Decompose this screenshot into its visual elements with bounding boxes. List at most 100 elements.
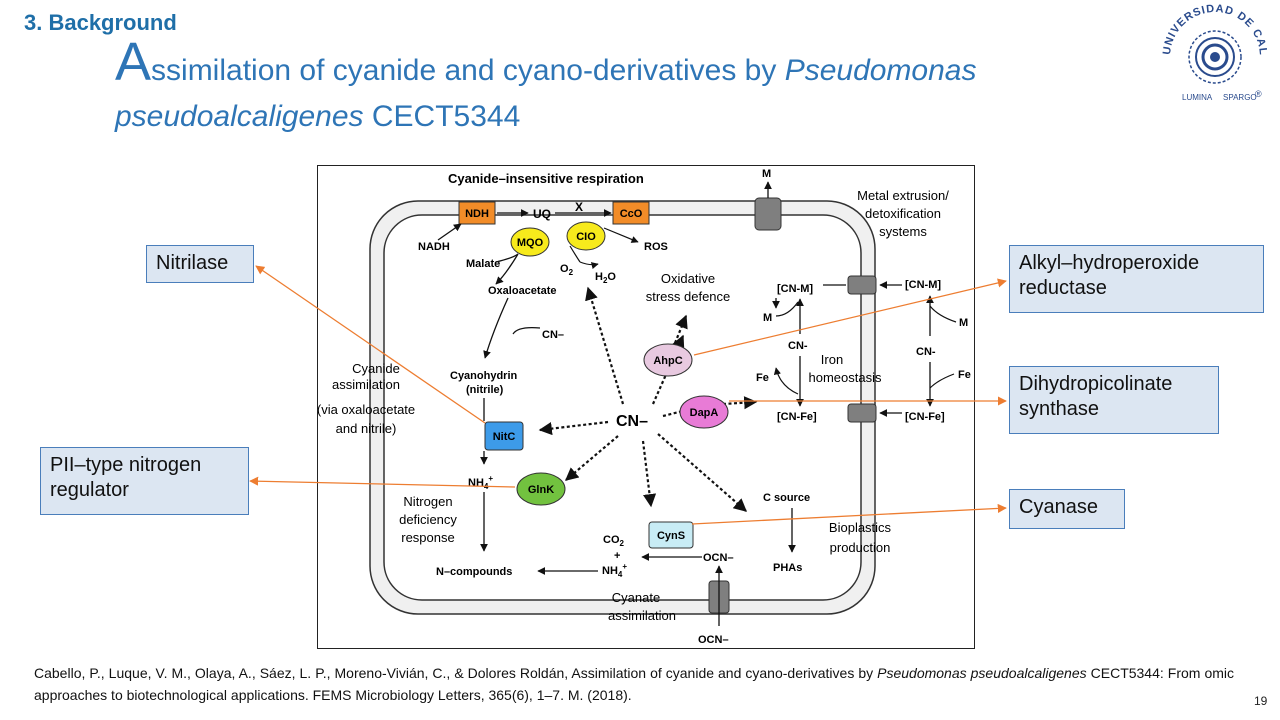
svg-text:Cyanide: Cyanide (352, 361, 400, 376)
uq-label: UQ (533, 207, 551, 221)
callout-glnk: PII–type nitrogen regulator (40, 447, 249, 515)
dapa-label: DapA (690, 407, 719, 419)
c-source-label: C source (763, 492, 810, 504)
iron-text: Iron homeostasis (809, 352, 882, 385)
callout-nitrilase: Nitrilase (146, 245, 254, 283)
svg-text:deficiency: deficiency (399, 512, 457, 527)
cyns-label: CynS (657, 530, 685, 542)
o2-label: O2 (560, 263, 574, 277)
pathway-diagram: Cyanide–insensitive respiration NDH UQ X… (317, 168, 971, 646)
svg-text:stress defence: stress defence (646, 289, 731, 304)
logo-motto-right: SPARGO (1223, 93, 1257, 102)
cn-m-right-label: [CN-M] (905, 279, 941, 291)
svg-text:Oxidative: Oxidative (661, 271, 715, 286)
title-species: Pseudomonas pseudoalcaligenes (115, 54, 977, 133)
x-label: X (575, 200, 583, 214)
m-left-label: M (763, 312, 772, 324)
svg-text:homeostasis: homeostasis (809, 370, 882, 385)
cyanide-assimilation-text: Cyanide assimilation (via oxaloacetate a… (317, 361, 415, 436)
connector-cyns (691, 503, 1007, 525)
cco-label: CcO (620, 208, 643, 220)
connector-nitrilase (255, 265, 486, 424)
glnk-label: GlnK (528, 484, 554, 496)
fe-left-label: Fe (756, 372, 769, 384)
ros-label: ROS (644, 241, 668, 253)
n-compounds-label: N–compounds (436, 566, 512, 578)
logo-motto-left: LUMINA (1182, 93, 1213, 102)
cco-box (612, 201, 650, 225)
page-number: 19 (1254, 694, 1268, 708)
section-heading: 3. Background (24, 10, 177, 35)
spiral-emblem-icon (1188, 30, 1242, 84)
mqo-label: MQO (517, 237, 544, 249)
ndh-label: NDH (465, 208, 489, 220)
title-initial: A (115, 32, 152, 92)
cyns-box (648, 521, 694, 549)
citation: Cabello, P., Luque, V. M., Olaya, A., Sá… (34, 665, 1235, 703)
ahpc-node (643, 343, 693, 377)
callout-cyns: Cyanase (1009, 489, 1125, 529)
oxaloacetate-label: Oxaloacetate (488, 285, 556, 297)
nitrogen-text: Nitrogen deficiency response (399, 494, 457, 545)
center-cn-label: CN– (616, 413, 648, 430)
nadh-label: NADH (418, 241, 450, 253)
title-strain: CECT5344 (363, 100, 521, 133)
resp-title: Cyanide–insensitive respiration (448, 171, 644, 186)
ahpc-label: AhpC (653, 355, 682, 367)
svg-text:(via oxaloacetate: (via oxaloacetate (318, 402, 415, 417)
m-right-label: M (959, 317, 968, 329)
svg-text:Nitrogen: Nitrogen (403, 494, 452, 509)
svg-text:assimilation: assimilation (608, 608, 676, 623)
svg-text:Iron: Iron (821, 352, 843, 367)
mqo-node (510, 227, 550, 257)
malate-label: Malate (466, 258, 500, 270)
connector-ahpc (693, 278, 1007, 356)
svg-text:Cyanate: Cyanate (612, 590, 660, 605)
svg-text:assimilation: assimilation (332, 377, 400, 392)
metal-text: Metal extrusion/ detoxification systems (857, 188, 949, 239)
registered-mark: ® (1255, 89, 1262, 99)
co2-label: CO2 (603, 534, 625, 548)
metal-channel-right (847, 275, 877, 295)
connector-glnk (249, 476, 516, 488)
nitc-box (484, 421, 524, 451)
cyanohydrin-label: Cyanohydrin (450, 370, 518, 382)
ocn-in-label: OCN– (703, 552, 734, 564)
university-logo: UNIVERSIDAD DE CALDAS LUMINA SPARGO ® (1160, 2, 1268, 102)
m-top-label: M (762, 168, 771, 180)
cn-fe-left-label: [CN-Fe] (777, 411, 817, 423)
title-text: ssimilation of cyanide and cyano-derivat… (151, 54, 785, 87)
glnk-node (516, 472, 566, 506)
cn-cofactor-label: CN– (542, 329, 564, 341)
iron-channel-right (847, 403, 877, 423)
svg-text:production: production (830, 540, 891, 555)
cyanate-text: Cyanate assimilation (608, 590, 676, 623)
page-title: Assimilation of cyanide and cyano-deriva… (115, 35, 1135, 140)
callout-dapa: Dihydropicolinate synthase (1009, 366, 1219, 434)
svg-text:response: response (401, 530, 454, 545)
pathway-figure: Cyanide–insensitive respiration NDH UQ X… (317, 165, 975, 649)
svg-text:detoxification: detoxification (865, 206, 941, 221)
bioplastics-text: Bioplastics production (829, 520, 892, 555)
svg-text:Metal extrusion/: Metal extrusion/ (857, 188, 949, 203)
plus-label: + (614, 550, 620, 562)
nh4-bottom-label: NH4+ (602, 562, 627, 579)
ndh-box (458, 201, 496, 225)
nitrile-label: (nitrile) (466, 384, 504, 396)
cn-fe-right-label: [CN-Fe] (905, 411, 945, 423)
dapa-node (679, 395, 729, 429)
phas-label: PHAs (773, 562, 802, 574)
cn-right-label: CN- (916, 346, 936, 358)
oxidative-text: Oxidative stress defence (646, 271, 731, 304)
fe-right-label: Fe (958, 369, 971, 381)
svg-text:Bioplastics: Bioplastics (829, 520, 892, 535)
cn-m-left-label: [CN-M] (777, 283, 813, 295)
h2o-label: H2O (595, 271, 616, 285)
cn-mid-label: CN- (788, 340, 808, 352)
cio-node (566, 221, 606, 251)
svg-text:systems: systems (879, 224, 927, 239)
cio-label: CIO (576, 231, 596, 243)
ocn-out-label: OCN– (698, 634, 729, 646)
nitc-label: NitC (493, 431, 516, 443)
